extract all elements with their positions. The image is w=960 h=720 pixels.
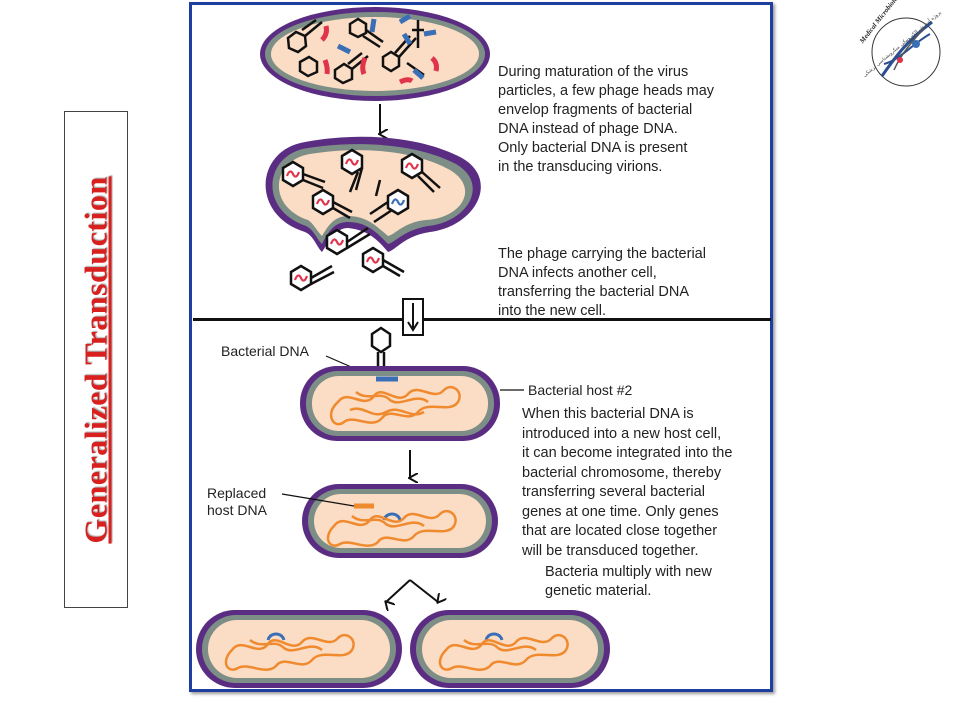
text-line: it can become integrated into the [522, 445, 733, 461]
text-line: bacterial chromosome, thereby [522, 464, 722, 481]
text-line: transferring the bacterial DNA [498, 284, 689, 300]
split-arrows [386, 579, 438, 602]
text-line: The phage carrying the bacterial [498, 246, 706, 262]
arrow-down-icon [407, 303, 419, 332]
bacterial-dna-label: Bacterial DNA [221, 343, 309, 359]
text-line: Replaced [207, 485, 267, 501]
lysing-cell [265, 136, 481, 252]
daughter-cell-left [196, 610, 402, 688]
logo [871, 17, 941, 87]
maturation-text: During maturation of the virus particles… [498, 63, 714, 177]
replaced-dna-pointer [281, 493, 355, 507]
section-divider [193, 318, 771, 321]
integration-text: When this bacterial DNA is introduced in… [522, 405, 732, 561]
text-line: DNA instead of phage DNA. [498, 121, 678, 137]
text-line: During maturation of the virus [498, 64, 689, 80]
injecting-phage [370, 326, 392, 372]
infection-text: The phage carrying the bacterial DNA inf… [498, 245, 706, 321]
text-line: will be transduced together. [522, 542, 699, 559]
text-line: genes at one time. Only genes [522, 503, 719, 520]
text-line: introduced into a new host cell, [522, 425, 722, 442]
infected-cell [260, 7, 490, 101]
text-line: genetic material. [545, 583, 652, 599]
text-line: DNA infects another cell, [498, 265, 657, 281]
text-line: When this bacterial DNA is [522, 406, 694, 422]
title-box: Generalized Transduction [64, 111, 128, 608]
text-line: transferring several bacterial [522, 484, 705, 500]
daughter-cell-right [410, 610, 610, 688]
text-line: particles, a few phage heads may [498, 83, 715, 99]
text-line: into the new cell. [498, 303, 607, 319]
recombined-cell [302, 484, 498, 558]
text-line: envelop fragments of bacterial [498, 102, 693, 118]
host-cell-2 [300, 366, 500, 441]
text-line: in the transducing virions. [498, 159, 663, 175]
text-line: Bacteria multiply with new [545, 564, 712, 580]
arrow-down-box [402, 298, 424, 336]
phage-virions [281, 148, 441, 292]
multiply-text: Bacteria multiply with new genetic mater… [545, 563, 712, 601]
diagram-frame [189, 2, 773, 692]
replaced-dna-label: Replaced host DNA [207, 485, 267, 519]
text-line: that are located close together [522, 523, 718, 539]
host2-label: Bacterial host #2 [528, 382, 633, 398]
text-line: Only bacterial DNA is present [498, 140, 688, 156]
text-line: host DNA [207, 502, 267, 518]
